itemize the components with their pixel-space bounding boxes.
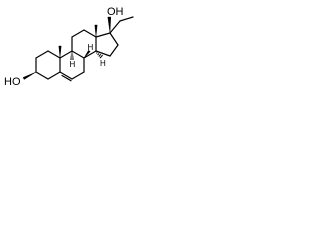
bond-c6-c7 — [71, 71, 85, 80]
ring-d — [95, 32, 119, 57]
bond-c11-c12 — [71, 29, 85, 38]
h9-hash-bond — [70, 52, 74, 60]
bond-c16-c15 — [109, 44, 119, 57]
bond-c9-c10 — [59, 50, 73, 59]
hydroxyl-left-label: HO — [4, 76, 21, 88]
bond-c12-c13 — [83, 29, 97, 38]
bond-c5-c6-double — [61, 74, 72, 82]
bond-c17-c20 — [109, 20, 121, 34]
hydrogen-h8-label: H — [88, 43, 94, 52]
hydroxyl-right-label: OH — [107, 6, 124, 18]
ring-c — [71, 29, 97, 59]
hydrogen-h14-label: H — [100, 59, 106, 68]
bond-c10-c1 — [47, 50, 61, 59]
bond-c3-c4 — [35, 71, 49, 80]
bond-c15-c14 — [95, 50, 111, 57]
c17-oh-wedge — [107, 16, 112, 34]
bond-c20-c21 — [119, 16, 134, 22]
h14-hash-bond — [96, 52, 103, 59]
bond-c4-c5 — [47, 71, 61, 80]
h8-wedge — [83, 49, 91, 59]
bond-c1-c2 — [35, 50, 49, 59]
steroid-structure-diagram: HO OH H H H — [4, 6, 134, 88]
bond-c5-c6 — [59, 71, 73, 80]
ring-a — [35, 50, 61, 80]
bond-c8-c9 — [71, 50, 85, 59]
bond-c13-c17 — [95, 32, 111, 38]
methyl-c18-wedge — [94, 24, 98, 38]
bond-c17-c16 — [109, 32, 119, 46]
bond-c14-c8 — [83, 50, 97, 59]
ethyl-group — [109, 16, 134, 34]
c3-oh-wedge — [22, 71, 37, 80]
methyl-c19-wedge — [58, 45, 62, 59]
ring-b — [59, 50, 85, 82]
hydrogen-h9-label: H — [70, 60, 76, 69]
